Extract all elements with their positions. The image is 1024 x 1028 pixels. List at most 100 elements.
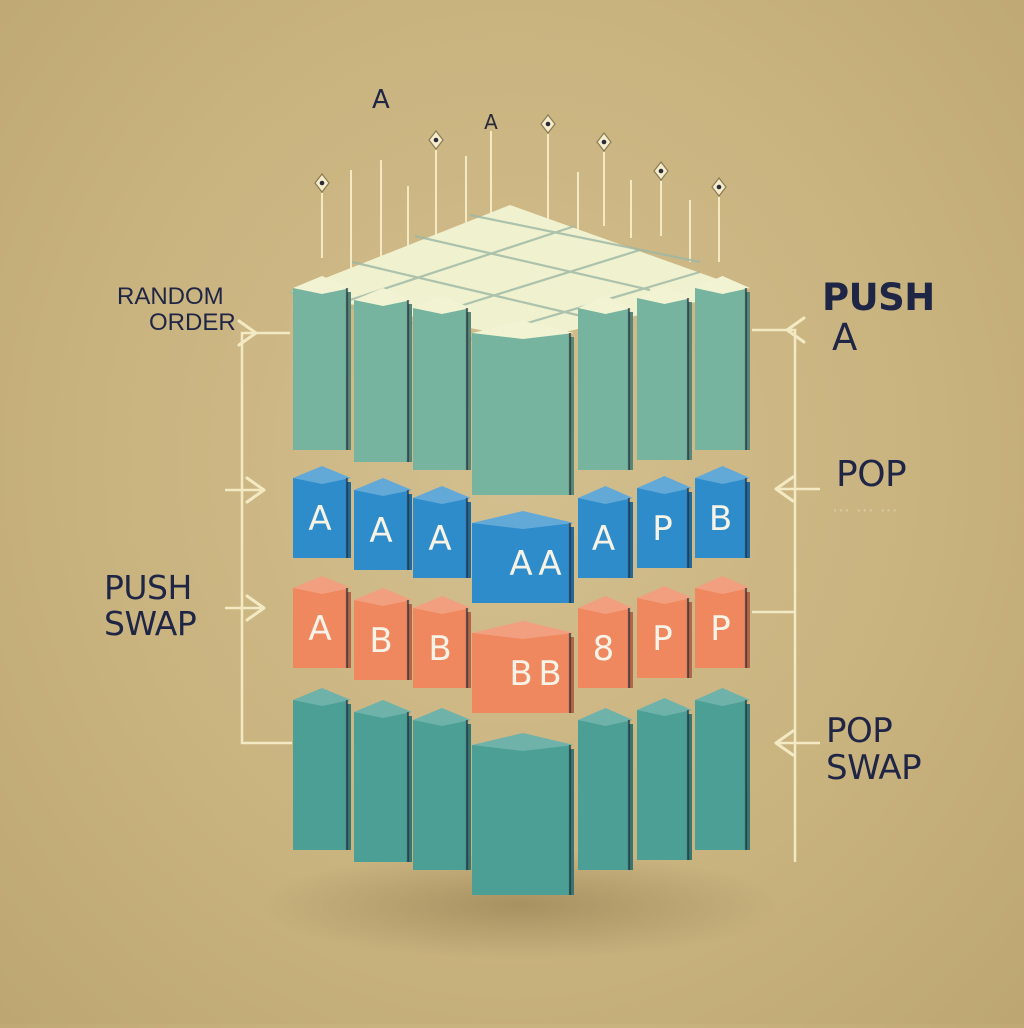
block-face: [578, 720, 629, 870]
pin-dot: [601, 139, 607, 145]
connector-lines: [225, 316, 820, 862]
block-letter: A: [369, 511, 392, 551]
block-top: [354, 288, 412, 306]
teal-block: [637, 286, 692, 460]
arrow-right-icon: [245, 476, 266, 504]
block-letter: B: [709, 499, 732, 539]
block-top: [413, 296, 471, 314]
block-face: [354, 712, 408, 862]
blue-block: A: [293, 466, 351, 558]
block-face: [472, 523, 570, 603]
block-letter: A: [308, 499, 331, 539]
pop-label: POP: [836, 454, 907, 495]
orange-block: B: [413, 596, 471, 688]
block-top: [293, 576, 351, 594]
push-swap-line2: SWAP: [104, 603, 197, 643]
orange-block: B: [354, 588, 412, 680]
block-letter: A: [428, 519, 451, 559]
dark-teal-block: [578, 708, 633, 870]
teal-block: [354, 288, 412, 462]
dark-teal-block: [695, 688, 750, 850]
top-marker-label: A: [372, 85, 390, 115]
block-top: [293, 276, 351, 294]
block-face: [637, 598, 688, 678]
pop-swap-label: POP SWAP: [826, 711, 922, 788]
block-letter: A: [308, 609, 331, 649]
push-swap-line1: PUSH: [104, 568, 192, 607]
block-top: [413, 708, 471, 726]
left-bracket-line: [240, 331, 292, 745]
block-top: [695, 688, 750, 706]
block-face: [578, 608, 629, 688]
random-order-line1: RANDOM: [117, 283, 224, 310]
block-top: [695, 276, 750, 294]
pin-dot: [658, 168, 664, 174]
block-top: [695, 576, 750, 594]
block-top: [293, 466, 351, 484]
block-top: [637, 286, 692, 304]
block-letter: P: [652, 509, 673, 549]
block-face: [472, 745, 570, 895]
block-face: [354, 600, 408, 680]
arrow-right-icon: [237, 319, 258, 347]
block-letter: A: [592, 519, 615, 559]
block-letter: A: [538, 544, 561, 584]
dark-teal-block: [413, 708, 471, 870]
block-top: [472, 621, 574, 639]
blue-block: A: [354, 478, 412, 570]
block-face: [637, 298, 688, 460]
block-face: [472, 633, 570, 713]
ground-shadow: [260, 850, 780, 960]
dark-teal-block: [637, 698, 692, 860]
block-top: [354, 588, 412, 606]
orange-block: P: [695, 576, 750, 668]
block-top: [472, 321, 574, 339]
block-face: [695, 288, 746, 450]
block-face: [637, 488, 688, 568]
block-top: [637, 586, 692, 604]
orange-block: B: [472, 621, 574, 713]
block-face: [293, 478, 347, 558]
block-letter: A: [509, 544, 532, 584]
teal-block: [578, 296, 633, 470]
block-top: [354, 478, 412, 496]
block-face: [637, 710, 688, 860]
orange-block: A: [293, 576, 351, 668]
blue-block: A: [578, 486, 633, 578]
block-letter: B: [538, 654, 561, 694]
block-letter: 8: [593, 629, 615, 669]
push-a-label: PUSH A: [822, 278, 935, 358]
push-a-line2: A: [832, 315, 857, 359]
teal-block: [695, 276, 750, 450]
block-face: [413, 720, 467, 870]
block-top: [293, 688, 351, 706]
block-top: [637, 698, 692, 716]
block-face: [413, 608, 467, 688]
dark-teal-block: [472, 733, 574, 895]
block-top: [695, 466, 750, 484]
block-top: [354, 700, 412, 718]
pin-dot: [433, 137, 439, 143]
block-face: [472, 333, 570, 495]
teal-block: [413, 296, 471, 470]
block-top: [472, 511, 574, 529]
blue-block: P: [637, 476, 692, 568]
pop-swap-line2: SWAP: [826, 747, 922, 788]
pin-dot: [545, 121, 551, 127]
pop-swap-line1: POP: [826, 711, 893, 751]
faded-text: ⋯ ⋯ ⋯: [832, 500, 898, 521]
block-letter: P: [710, 609, 731, 649]
block-face: [695, 478, 746, 558]
dark-teal-block: [293, 688, 351, 850]
block-face: [413, 308, 467, 470]
block-top: [578, 708, 633, 726]
pin-letter: A: [484, 110, 498, 134]
orange-block: 8: [578, 596, 633, 688]
orange-block: P: [637, 586, 692, 678]
block-face: [695, 588, 746, 668]
push-a-line1: PUSH: [822, 276, 935, 319]
dark-teal-block: [354, 700, 412, 862]
